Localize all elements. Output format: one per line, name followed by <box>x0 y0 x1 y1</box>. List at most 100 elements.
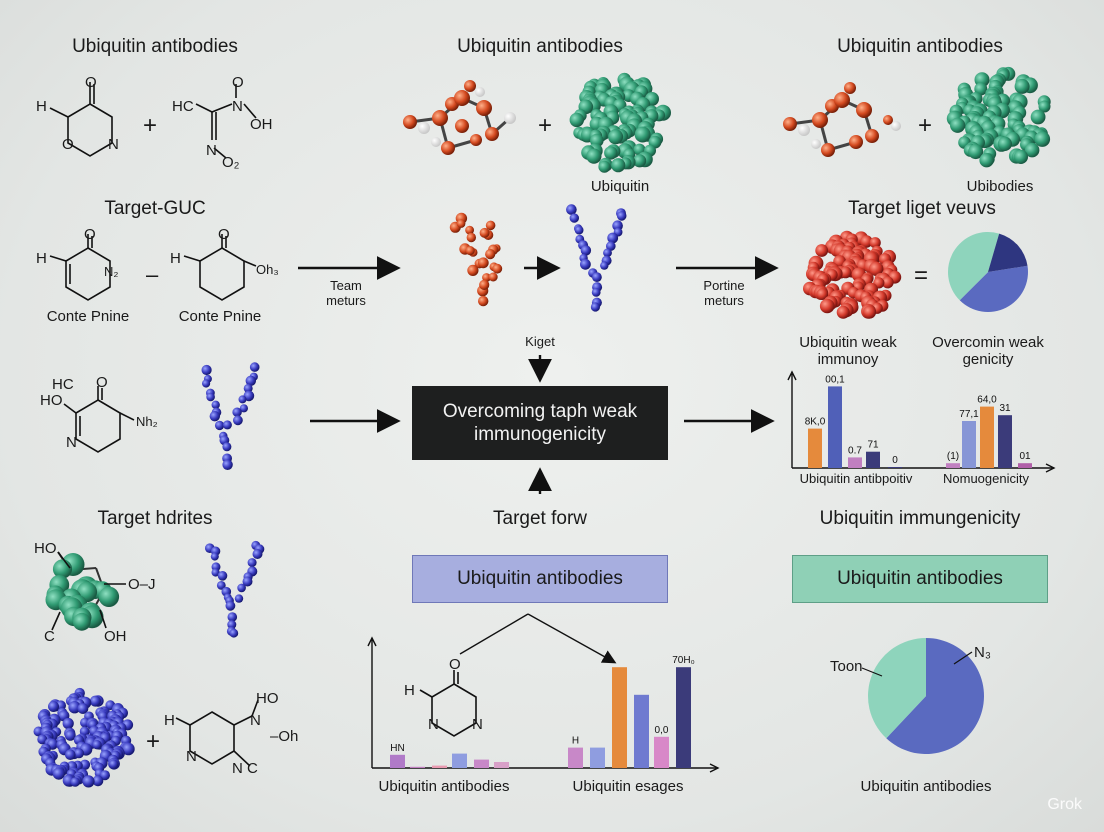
atom-hc-1: HC <box>172 98 194 115</box>
antibody-bead <box>245 375 256 386</box>
pie-slice <box>868 638 926 739</box>
atom-n-4: N <box>66 434 77 451</box>
atom-o-7: O <box>449 656 461 673</box>
chart-data-label: 0,0 <box>655 725 669 736</box>
green-ball-atom <box>98 586 120 607</box>
teal-label-box: Ubiquitin antibodies <box>792 555 1048 603</box>
chart-data-label: 64,0 <box>977 395 997 406</box>
chart-bar <box>590 747 605 768</box>
atom-oh-1: OH <box>250 116 273 133</box>
plus-3: + <box>918 112 933 139</box>
blue-protein-atom <box>48 701 59 712</box>
chart-data-label: 70H₀ <box>672 655 695 666</box>
chart-bar <box>888 467 902 468</box>
antibody-bead <box>600 261 609 270</box>
minus-1: – <box>146 262 159 287</box>
blue-protein-atom <box>68 701 81 714</box>
green-protein-atom <box>611 158 626 173</box>
atom-h-3: H <box>170 250 181 267</box>
antibody-bead <box>227 612 238 622</box>
structure-ring-hdrites <box>51 551 126 631</box>
atom-ohj: O–J <box>128 576 156 593</box>
pie-leader-toon <box>861 667 883 677</box>
center-box-line2: immunogenicity <box>474 424 606 445</box>
blue-antibody-y-3 <box>205 540 265 638</box>
atom-h-1: H <box>36 98 47 115</box>
chart-bottom-xlabel-1: Ubiquitin antibodies <box>378 778 510 795</box>
center-box: Overcoming taph weak immunogenicity <box>412 386 668 460</box>
blue-protein-atom <box>89 695 101 707</box>
equals-sign: = <box>914 262 929 289</box>
chart-data-label: 71 <box>867 440 879 451</box>
label-overcomin-2: genicity <box>962 351 1014 368</box>
blue-protein-atom <box>64 730 76 741</box>
blue-protein-atom <box>77 703 89 714</box>
peptide-bead <box>456 219 466 228</box>
antibody-bead <box>574 225 584 235</box>
antibody-bead <box>237 583 246 593</box>
antibody-bead <box>211 400 220 409</box>
antibody-bead <box>234 594 244 603</box>
chart-bar <box>676 667 691 768</box>
blue-antibody-y-2 <box>201 362 260 470</box>
green-protein-atom <box>950 117 966 133</box>
antibody-bead <box>216 581 226 590</box>
arrow-chart-diag-up <box>459 613 529 655</box>
red-protein-atom <box>815 244 829 257</box>
atom-ho-3: HO <box>256 690 279 707</box>
peptide-bead <box>485 220 496 231</box>
blue-protein-atom <box>62 717 74 730</box>
atom-h-2: H <box>36 250 47 267</box>
atom-oh-3: –Oh <box>270 728 299 745</box>
atom-c-1: C <box>44 628 55 645</box>
chart-bar <box>1018 463 1032 468</box>
antibody-bead <box>242 576 253 587</box>
antibody-bead <box>233 415 243 426</box>
atom-n-1: N <box>108 136 119 153</box>
antibody-bead <box>202 379 211 388</box>
heading-top-right: Ubiquitin antibodies <box>837 36 1003 57</box>
label-ubibodies: Ubibodies <box>966 178 1034 195</box>
atom-o2-1: O₂ <box>222 154 240 171</box>
label-meturs-2: meturs <box>704 293 744 308</box>
green-protein-atom <box>598 160 611 173</box>
chart-bar <box>998 415 1012 468</box>
red-protein-atom <box>881 276 894 289</box>
atom-hc-2: HC <box>52 376 74 393</box>
antibody-bead <box>229 628 239 638</box>
blue-protein-atom <box>92 740 102 750</box>
red-protein-atom <box>869 261 884 276</box>
blue-protein-atom <box>70 777 80 787</box>
chart-bar <box>452 753 467 768</box>
structure-pyridinone <box>49 234 111 301</box>
pie-slice <box>886 638 984 755</box>
antibody-bead <box>227 620 237 630</box>
chart-data-label: 0 <box>892 455 898 466</box>
antibody-bead <box>206 392 215 402</box>
pie-chart-lower <box>868 638 984 755</box>
green-protein-atom <box>1013 149 1028 164</box>
plus-1: + <box>143 112 158 139</box>
blue-label-box: Ubiquitin antibodies <box>412 555 668 603</box>
chart-data-label: 0.7 <box>848 445 862 456</box>
atom-oh-2: OH <box>104 628 127 645</box>
chart-bar <box>828 386 842 468</box>
pie-label-toon: Toon <box>830 658 863 675</box>
atom-o-6: O <box>96 374 108 391</box>
atom-nh2-2: Nh₂ <box>136 414 158 429</box>
peptide-bead <box>482 273 491 282</box>
heading-top-left: Ubiquitin antibodies <box>72 36 238 57</box>
pie-leader-n3 <box>953 651 973 665</box>
heading-ubiquitin-immungenicity: Ubiquitin immungenicity <box>819 508 1021 529</box>
green-protein-atom <box>979 153 994 168</box>
green-protein-atom <box>569 112 584 128</box>
antibody-bead <box>222 459 233 470</box>
label-conte-pnine-2: Conte Pnine <box>178 308 262 325</box>
antibody-bead <box>566 204 577 215</box>
chart-right-axes <box>787 370 1056 473</box>
chart-data-label: 31 <box>999 403 1011 414</box>
label-kiget: Kiget <box>525 334 555 349</box>
blue-antibody-y-1 <box>566 204 627 312</box>
chart-data-label: 77,1 <box>959 409 979 420</box>
